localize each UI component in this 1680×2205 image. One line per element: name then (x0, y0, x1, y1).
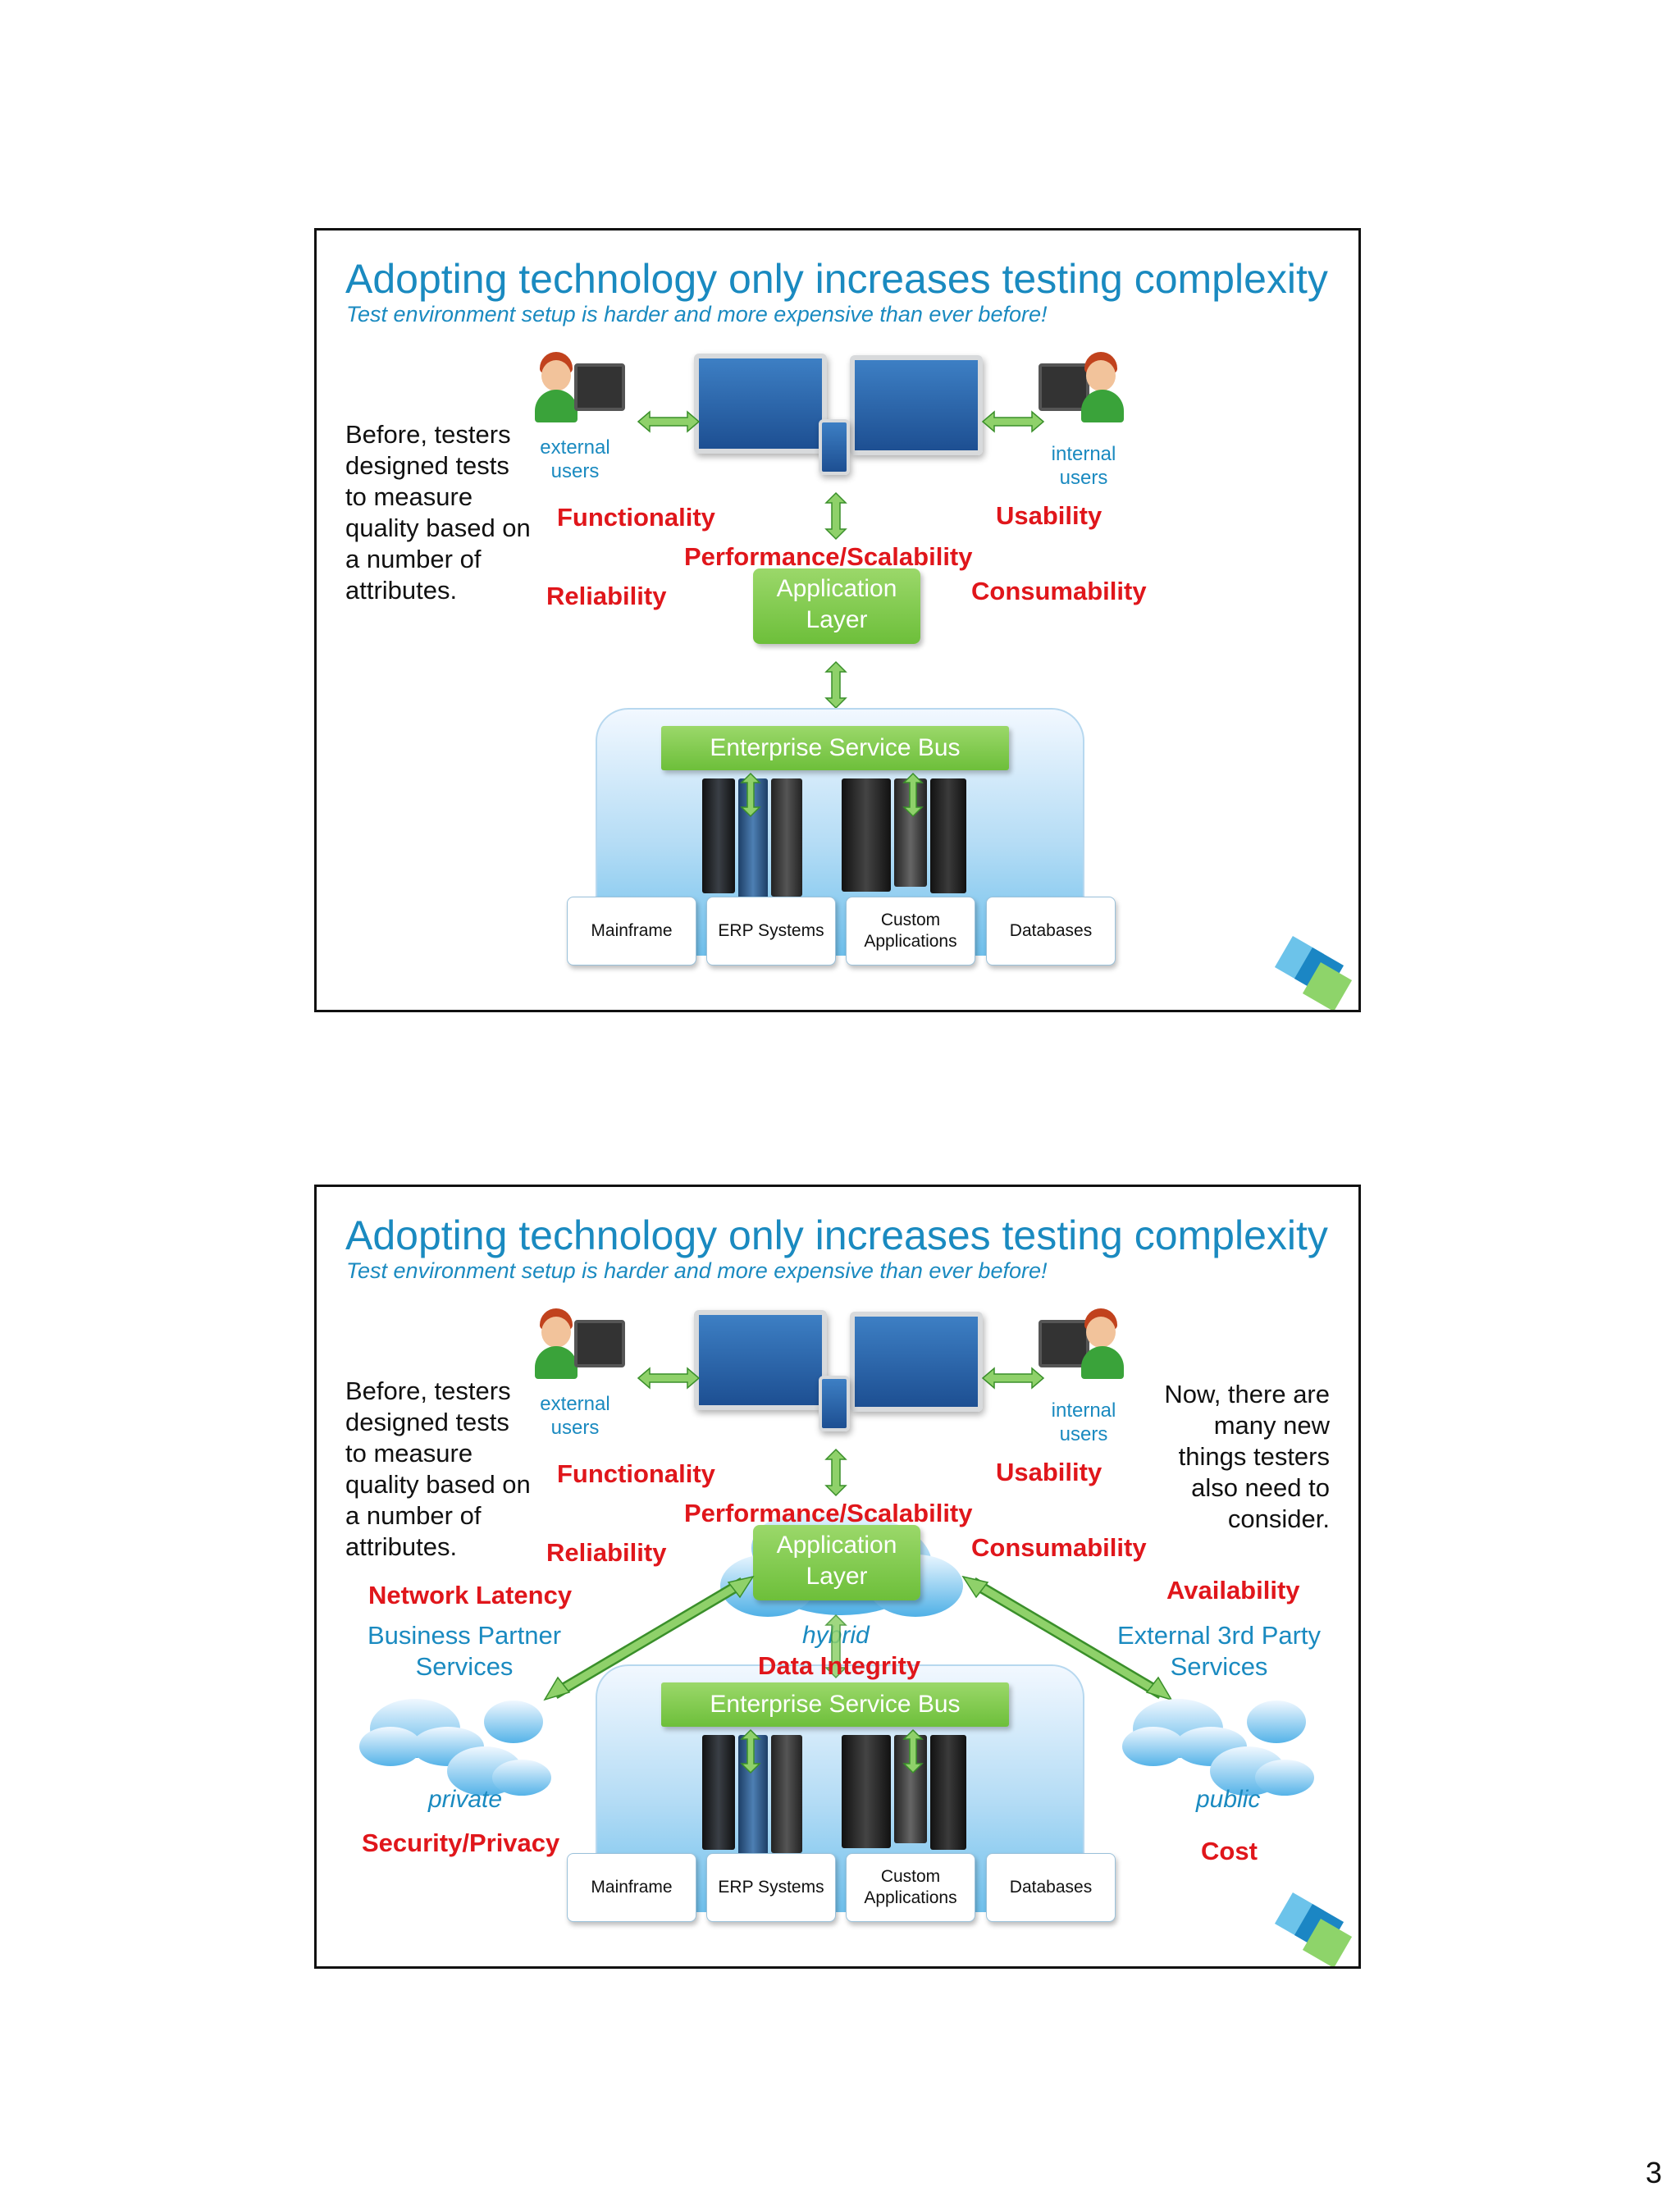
performance-scalability-label: Performance/Scalability (684, 1499, 973, 1527)
availability-label: Availability (1166, 1576, 1300, 1605)
enterprise-service-bus-box: Enterprise Service Bus (661, 726, 1009, 770)
vertical-arrow-icon (740, 1728, 761, 1774)
application-layer-box: Application Layer (753, 568, 920, 644)
vertical-arrow-icon (902, 772, 924, 818)
performance-scalability-label: Performance/Scalability (684, 542, 973, 571)
erp-systems-box: ERP Systems (706, 1853, 836, 1922)
double-arrow-icon (637, 410, 701, 433)
server-icon (930, 1735, 966, 1850)
erp-systems-box: ERP Systems (706, 897, 836, 966)
vertical-arrow-icon (824, 1614, 847, 1679)
desktop-device-icon (850, 355, 983, 455)
server-icon (702, 1735, 735, 1850)
reliability-label: Reliability (546, 582, 667, 610)
data-integrity-label: Data Integrity (758, 1651, 921, 1680)
consumability-label: Consumability (971, 1533, 1147, 1562)
desktop-device-icon (850, 1312, 983, 1412)
enterprise-service-bus-box: Enterprise Service Bus (661, 1682, 1009, 1727)
databases-box: Databases (986, 1853, 1116, 1922)
diagonal-arrow-icon (543, 1575, 755, 1701)
slide-subtitle: Test environment setup is harder and mor… (346, 302, 1048, 326)
laptop-device-icon (694, 1310, 827, 1410)
mainframe-box: Mainframe (567, 897, 696, 966)
private-cloud-icon (359, 1699, 551, 1796)
network-latency-label: Network Latency (368, 1581, 573, 1609)
functionality-label: Functionality (557, 1459, 715, 1488)
usability-label: Usability (996, 1458, 1102, 1486)
internal-user-icon (1039, 352, 1129, 426)
server-icon (771, 1735, 802, 1853)
internal-users-label: internal users (1051, 1399, 1116, 1445)
page-number: 3 (1645, 2156, 1662, 2189)
double-arrow-icon (637, 1367, 701, 1390)
before-testers-text: Before, testers designed tests to measur… (345, 1376, 531, 1561)
custom-applications-box: Custom Applications (846, 1853, 975, 1922)
public-cloud-icon (1122, 1699, 1314, 1796)
custom-applications-box: Custom Applications (846, 897, 975, 966)
server-icon (842, 1735, 891, 1848)
slide-title: Adopting technology only increases testi… (345, 256, 1328, 302)
slide-2: Adopting technology only increases testi… (314, 1185, 1361, 1969)
company-logo (1274, 935, 1353, 1010)
server-icon (842, 778, 891, 892)
slide-subtitle: Test environment setup is harder and mor… (346, 1258, 1048, 1283)
cost-label: Cost (1201, 1837, 1258, 1865)
external-3rd-party-services-label: External 3rd Party Services (1116, 1621, 1322, 1681)
internal-user-icon (1039, 1308, 1129, 1382)
double-arrow-icon (981, 410, 1045, 433)
application-layer-box: Application Layer (753, 1525, 920, 1600)
diagonal-arrow-icon (961, 1575, 1173, 1701)
databases-box: Databases (986, 897, 1116, 966)
phone-device-icon (819, 419, 850, 475)
server-icon (702, 778, 735, 893)
vertical-arrow-icon (902, 1728, 924, 1774)
external-user-icon (535, 1308, 628, 1382)
functionality-label: Functionality (557, 503, 715, 532)
external-users-label: external users (540, 1393, 610, 1439)
internal-users-label: internal users (1051, 443, 1116, 489)
vertical-arrow-icon (824, 1448, 847, 1497)
mainframe-box: Mainframe (567, 1853, 696, 1922)
before-testers-text: Before, testers designed tests to measur… (345, 420, 531, 605)
public-label: public (1196, 1786, 1261, 1813)
now-testers-text: Now, there are many new things testers a… (1164, 1380, 1330, 1533)
slide-title: Adopting technology only increases testi… (345, 1212, 1328, 1258)
reliability-label: Reliability (546, 1538, 667, 1567)
phone-device-icon (819, 1376, 850, 1431)
laptop-device-icon (694, 354, 827, 454)
vertical-arrow-icon (824, 660, 847, 710)
security-privacy-label: Security/Privacy (362, 1828, 560, 1857)
server-icon (930, 778, 966, 893)
business-partner-services-label: Business Partner Services (367, 1621, 562, 1681)
external-user-icon (535, 352, 628, 426)
private-label: private (428, 1786, 503, 1813)
company-logo (1274, 1892, 1353, 1966)
external-users-label: external users (540, 436, 610, 482)
consumability-label: Consumability (971, 577, 1147, 605)
server-icon (771, 778, 802, 897)
slide-1: Adopting technology only increases testi… (314, 228, 1361, 1012)
vertical-arrow-icon (740, 772, 761, 818)
vertical-arrow-icon (824, 491, 847, 541)
usability-label: Usability (996, 501, 1102, 530)
double-arrow-icon (981, 1367, 1045, 1390)
